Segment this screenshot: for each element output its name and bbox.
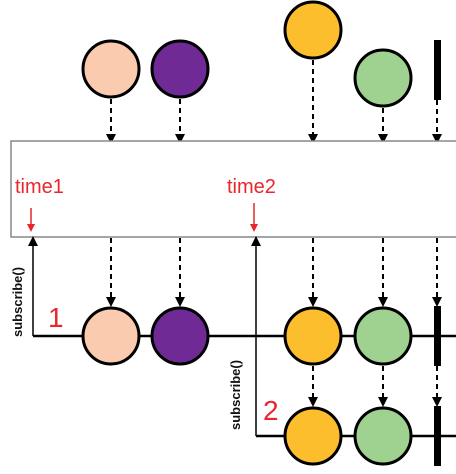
subscribe-2-label: subscribe() xyxy=(228,360,243,430)
sub2-marble-green xyxy=(353,406,413,466)
subscribe-1-label: subscribe() xyxy=(10,267,25,337)
subscription-2: subscribe() 2 xyxy=(228,236,456,466)
output-arrows xyxy=(106,238,442,307)
subscription-1-number: 1 xyxy=(48,302,64,333)
input-arrows xyxy=(106,60,442,144)
sub1-marble-green xyxy=(353,306,413,366)
sub2-marble-orange xyxy=(283,406,343,466)
time-marker-1: time1 xyxy=(15,176,64,232)
subscription-2-number: 2 xyxy=(263,395,279,426)
source-marble-green xyxy=(353,48,413,108)
time-marker-label: time1 xyxy=(15,176,64,198)
source-marble-peach xyxy=(81,39,141,99)
sub1-complete-bar xyxy=(434,306,441,366)
sub1-marble-purple xyxy=(150,306,210,366)
sub1-marble-peach xyxy=(81,306,141,366)
source-marble-purple xyxy=(150,39,210,99)
subscription-1: subscribe() 1 xyxy=(10,236,456,366)
operator-box xyxy=(10,140,456,238)
source-marble-orange xyxy=(283,0,343,60)
replay-arrows xyxy=(308,366,442,407)
time-marker-label: time2 xyxy=(227,176,276,198)
sub1-marble-orange xyxy=(283,306,343,366)
sub2-complete-bar xyxy=(434,406,441,466)
source-complete-bar xyxy=(434,40,441,100)
time-marker-2: time2 xyxy=(227,176,276,232)
source-stream xyxy=(81,0,441,108)
